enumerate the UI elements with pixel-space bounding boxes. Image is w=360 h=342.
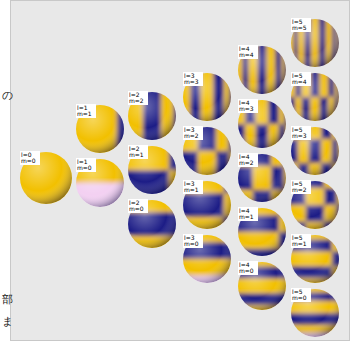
harmonic-label: l=0 m=0 <box>20 151 40 165</box>
harmonic-label: l=4 m=2 <box>238 153 258 167</box>
harmonic-label: l=3 m=2 <box>183 126 203 140</box>
harmonic-sphere: l=1 m=1 <box>74 103 126 155</box>
harmonic-sphere: l=2 m=2 <box>126 90 178 142</box>
harmonic-sphere: l=3 m=2 <box>181 125 233 177</box>
margin-text: 部 <box>2 294 13 306</box>
margin-text: の <box>2 90 13 102</box>
harmonic-sphere: l=2 m=1 <box>126 144 178 196</box>
harmonic-sphere: l=5 m=3 <box>289 125 341 177</box>
harmonic-label: l=5 m=4 <box>291 72 311 86</box>
harmonic-sphere: l=4 m=2 <box>236 152 288 204</box>
margin-text: ま <box>2 316 13 328</box>
harmonic-label: l=4 m=3 <box>238 99 258 113</box>
harmonic-sphere: l=5 m=1 <box>289 233 341 285</box>
harmonic-sphere: l=4 m=0 <box>236 260 288 312</box>
harmonic-label: l=5 m=3 <box>291 126 311 140</box>
harmonic-label: l=5 m=5 <box>291 18 311 32</box>
harmonic-label: l=1 m=1 <box>76 104 96 118</box>
harmonic-label: l=4 m=0 <box>238 261 258 275</box>
harmonic-label: l=4 m=1 <box>238 207 258 221</box>
harmonic-label: l=2 m=0 <box>128 199 148 213</box>
harmonic-label: l=5 m=1 <box>291 234 311 248</box>
harmonic-label: l=2 m=2 <box>128 91 148 105</box>
harmonic-label: l=5 m=2 <box>291 180 311 194</box>
harmonic-sphere: l=0 m=0 <box>18 150 74 206</box>
harmonic-label: l=5 m=0 <box>291 288 311 302</box>
harmonic-sphere: l=5 m=2 <box>289 179 341 231</box>
harmonic-sphere: l=5 m=0 <box>289 287 341 339</box>
harmonic-label: l=3 m=3 <box>183 72 203 86</box>
harmonic-sphere: l=4 m=1 <box>236 206 288 258</box>
harmonic-sphere: l=5 m=4 <box>289 71 341 123</box>
harmonic-label: l=2 m=1 <box>128 145 148 159</box>
harmonic-sphere: l=4 m=4 <box>236 44 288 96</box>
harmonic-label: l=1 m=0 <box>76 158 96 172</box>
harmonic-label: l=3 m=1 <box>183 180 203 194</box>
harmonic-sphere: l=2 m=0 <box>126 198 178 250</box>
harmonic-label: l=4 m=4 <box>238 45 258 59</box>
harmonic-sphere: l=4 m=3 <box>236 98 288 150</box>
harmonic-sphere: l=3 m=0 <box>181 233 233 285</box>
harmonic-sphere: l=3 m=3 <box>181 71 233 123</box>
harmonic-sphere: l=5 m=5 <box>289 17 341 69</box>
harmonic-sphere: l=3 m=1 <box>181 179 233 231</box>
harmonic-sphere: l=1 m=0 <box>74 157 126 209</box>
harmonic-label: l=3 m=0 <box>183 234 203 248</box>
